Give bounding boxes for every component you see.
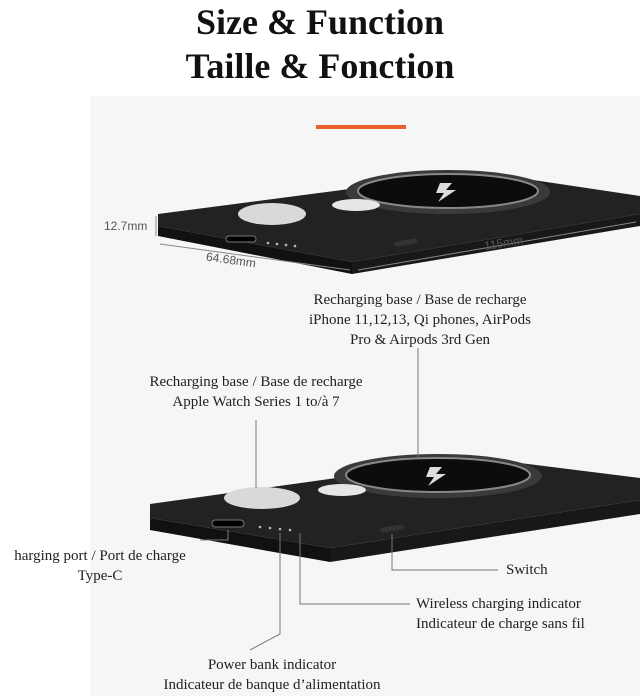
callout-wireless-indicator-line1: Wireless charging indicator xyxy=(416,596,581,612)
title-english: Size & Function xyxy=(196,2,444,42)
callout-charging-port: harging port / Port de charge Type-C xyxy=(0,546,200,586)
device-top xyxy=(158,170,640,274)
callout-power-indicator-line1: Power bank indicator xyxy=(207,657,337,673)
watch-puck-icon xyxy=(238,203,306,225)
lightning-bolt-icon xyxy=(436,183,456,202)
callout-phone-base-line2: iPhone 11,12,13, Qi phones, AirPods xyxy=(309,312,531,328)
dimension-lines xyxy=(155,216,637,271)
lightning-bolt-icon xyxy=(426,467,446,486)
callout-wireless-indicator-line2: Indicateur de charge sans fil xyxy=(416,616,585,632)
callout-switch-line1: Switch xyxy=(506,562,548,578)
callout-switch: Switch xyxy=(506,560,548,580)
callout-phone-base-line3: Pro & Airpods 3rd Gen xyxy=(350,332,490,348)
callout-power-indicator: Power bank indicator Indicateur de banqu… xyxy=(134,655,410,695)
callout-charging-port-line2: Type-C xyxy=(77,568,123,584)
height-dimension: 12.7mm xyxy=(104,219,148,233)
callout-phone-base-line1: Recharging base / Base de recharge xyxy=(313,292,527,308)
callout-phone-base: Recharging base / Base de recharge iPhon… xyxy=(282,290,558,350)
accent-bar xyxy=(316,125,406,129)
callout-watch-base-line2: Apple Watch Series 1 to/à 7 xyxy=(172,394,340,410)
device-bottom xyxy=(150,454,640,562)
leader-lines xyxy=(200,348,498,651)
watch-puck-icon xyxy=(224,487,300,509)
callout-watch-base: Recharging base / Base de recharge Apple… xyxy=(118,372,394,412)
callout-watch-base-line1: Recharging base / Base de recharge xyxy=(149,374,363,390)
title-french: Taille & Fonction xyxy=(185,46,455,86)
callout-charging-port-line1: harging port / Port de charge xyxy=(14,548,186,564)
callout-power-indicator-line2: Indicateur de banque d’alimentation xyxy=(163,677,381,693)
callout-wireless-indicator: Wireless charging indicator Indicateur d… xyxy=(416,594,640,634)
